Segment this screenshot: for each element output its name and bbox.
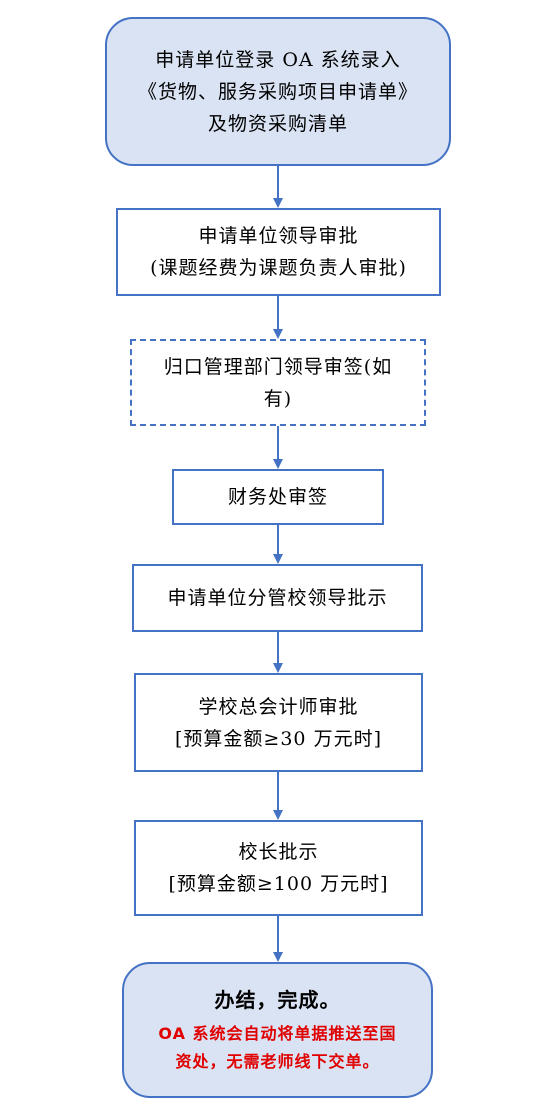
- step-2-line-2: (课题经费为课题负责人审批): [150, 257, 407, 279]
- step-dept-leader-sign: 归口管理部门领导审签(如 有): [130, 339, 426, 426]
- step-7-line-1: 校长批示: [238, 841, 319, 863]
- step-president-instruction: 校长批示 [预算金额≥100 万元时]: [134, 820, 423, 916]
- step-3-line-1: 归口管理部门领导审签(如: [163, 355, 393, 378]
- step-7-line-2: [预算金额≥100 万元时]: [168, 873, 389, 895]
- step-finance-sign: 财务处审签: [172, 469, 384, 525]
- step-1-line-2: 《货物、服务采购项目申请单》: [137, 80, 418, 103]
- step-4-line-1: 财务处审签: [227, 486, 328, 508]
- step-1-line-3: 及物资采购清单: [207, 112, 348, 135]
- step-8-note-line-2: 资处，无需老师线下交单。: [175, 1052, 380, 1071]
- step-completed: 办结，完成。 OA 系统会自动将单据推送至国 资处，无需老师线下交单。: [122, 962, 433, 1098]
- step-1-line-1: 申请单位登录 OA 系统录入: [155, 48, 401, 71]
- step-vice-president-instruction: 申请单位分管校领导批示: [132, 564, 423, 632]
- step-5-line-1: 申请单位分管校领导批示: [167, 587, 388, 609]
- step-chief-accountant-approval: 学校总会计师审批 [预算金额≥30 万元时]: [134, 673, 423, 772]
- step-submit-application: 申请单位登录 OA 系统录入 《货物、服务采购项目申请单》 及物资采购清单: [105, 17, 451, 166]
- step-6-line-2: [预算金额≥30 万元时]: [175, 727, 382, 750]
- step-6-line-1: 学校总会计师审批: [198, 695, 359, 718]
- step-3-line-2: 有): [263, 387, 293, 410]
- step-2-line-1: 申请单位领导审批: [198, 225, 359, 247]
- step-8-note-line-1: OA 系统会自动将单据推送至国: [158, 1024, 397, 1043]
- step-unit-leader-approval: 申请单位领导审批 (课题经费为课题负责人审批): [116, 208, 441, 296]
- step-8-title: 办结，完成。: [214, 988, 341, 1012]
